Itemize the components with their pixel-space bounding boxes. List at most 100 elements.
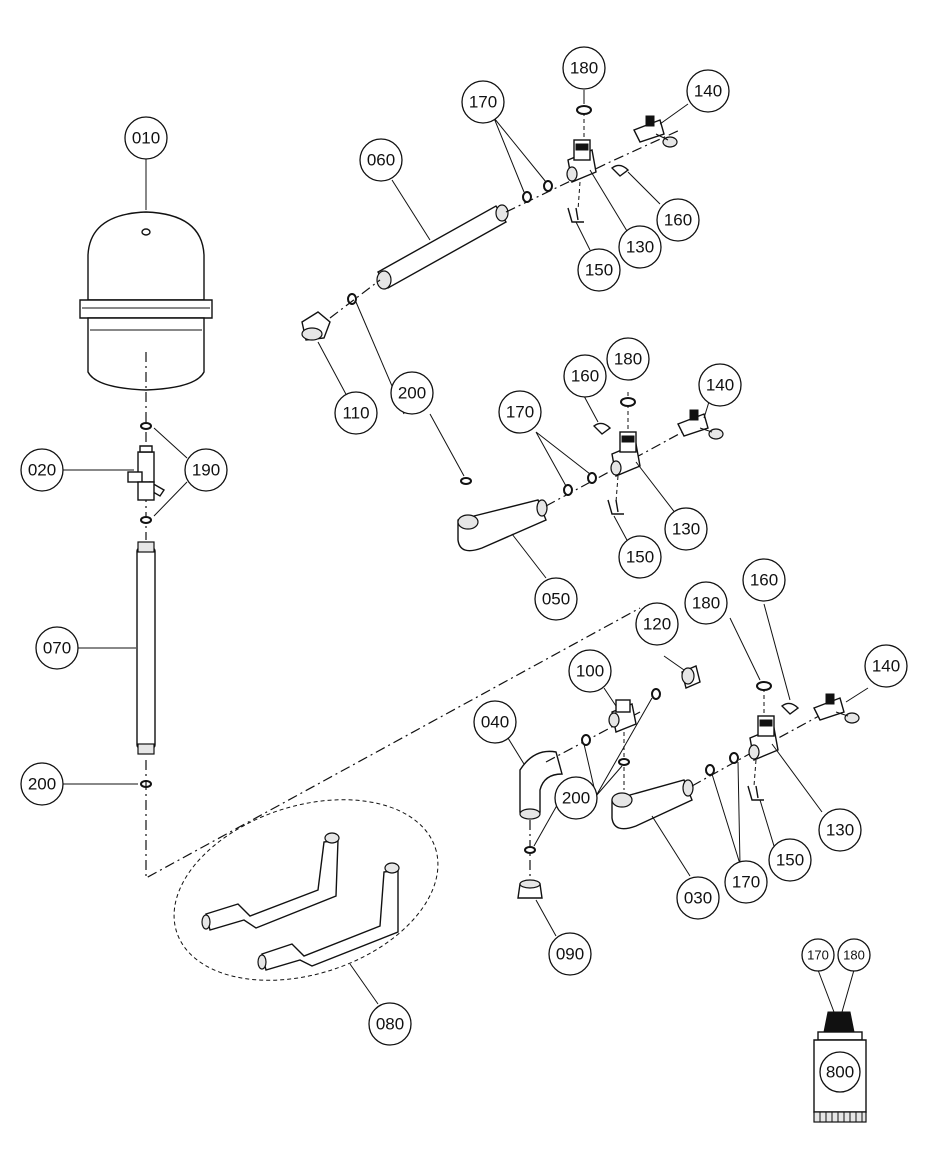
callout-140-top: 140: [686, 69, 730, 113]
callout-140-mid: 140: [698, 363, 742, 407]
assembly-axis-left-lower: [145, 607, 641, 880]
callout-060: 060: [359, 138, 403, 182]
washer-170-mid-b: [587, 472, 597, 484]
washer-200-c-c: [651, 688, 661, 700]
callout-170-bottom: 170: [724, 860, 768, 904]
washer-200-top: [347, 293, 357, 305]
svg-text:200: 200: [398, 384, 426, 403]
svg-text:150: 150: [626, 548, 654, 567]
svg-text:180: 180: [692, 594, 720, 613]
svg-text:160: 160: [571, 367, 599, 386]
svg-text:130: 130: [626, 238, 654, 257]
tee-100: [608, 699, 637, 733]
svg-text:010: 010: [132, 129, 160, 148]
callout-160-top: 160: [656, 198, 700, 242]
callout-180-tube: 180: [837, 938, 871, 972]
svg-text:100: 100: [576, 662, 604, 681]
callout-120: 120: [635, 602, 679, 646]
washer-170-mid-a: [563, 484, 573, 496]
washer-180-top: [576, 105, 592, 115]
svg-text:130: 130: [672, 520, 700, 539]
callout-040: 040: [473, 700, 517, 744]
valve-020: [127, 445, 165, 501]
washer-180-bottom: [756, 681, 772, 691]
callout-800: 800: [819, 1051, 861, 1093]
clip-160-mid: [592, 422, 612, 435]
drain-valve-140-mid: [677, 409, 724, 440]
svg-text:120: 120: [643, 615, 671, 634]
svg-text:140: 140: [706, 376, 734, 395]
callout-200-mid: 200: [390, 371, 434, 415]
axis-top: [329, 129, 681, 319]
callout-130-bottom: 130: [818, 808, 862, 852]
callout-130-mid: 130: [664, 507, 708, 551]
svg-text:150: 150: [776, 851, 804, 870]
washer-200-c-d: [618, 758, 630, 766]
label-bubbles: 010 020 190 070 200 060 170 180 140 160 …: [20, 46, 908, 1093]
pipe-elbow-030: [611, 779, 694, 830]
clip-150-mid: [607, 499, 624, 515]
callout-180-top: 180: [562, 46, 606, 90]
callout-080: 080: [368, 1002, 412, 1046]
svg-text:050: 050: [542, 590, 570, 609]
washer-180-mid: [620, 397, 636, 407]
svg-text:180: 180: [614, 350, 642, 369]
svg-text:180: 180: [570, 59, 598, 78]
callout-180-bottom: 180: [684, 581, 728, 625]
pipe-060: [376, 204, 509, 290]
callout-140-bottom: 140: [864, 644, 908, 688]
axis-top-vertical: [577, 112, 585, 211]
clip-160-top: [610, 164, 630, 177]
svg-text:200: 200: [28, 775, 56, 794]
washer-170-top-a: [522, 191, 532, 203]
elbow-040: [519, 750, 563, 820]
nut-090: [517, 879, 543, 899]
drain-valve-140-bottom: [813, 693, 860, 724]
svg-text:160: 160: [750, 571, 778, 590]
svg-text:140: 140: [872, 657, 900, 676]
svg-text:040: 040: [481, 713, 509, 732]
washer-170-top-b: [543, 180, 553, 192]
washer-200-c-b: [524, 846, 536, 854]
washer-170-c-a: [705, 764, 715, 776]
callout-190: 190: [184, 448, 228, 492]
pipe-070: [136, 541, 156, 755]
callout-020: 020: [20, 448, 64, 492]
svg-text:130: 130: [826, 821, 854, 840]
svg-text:170: 170: [732, 873, 760, 892]
callout-200-left: 200: [20, 762, 64, 806]
callout-030: 030: [676, 876, 720, 920]
svg-text:180: 180: [843, 948, 865, 963]
callout-100: 100: [568, 649, 612, 693]
callout-180-mid: 180: [606, 337, 650, 381]
svg-text:190: 190: [192, 461, 220, 480]
svg-text:150: 150: [585, 261, 613, 280]
axis-bottom-vertical: [753, 688, 765, 787]
callout-150-mid: 150: [618, 535, 662, 579]
callout-150-top: 150: [577, 248, 621, 292]
svg-text:800: 800: [826, 1063, 854, 1082]
callout-150-bottom: 150: [768, 838, 812, 882]
svg-text:030: 030: [684, 889, 712, 908]
washer-190-lower: [140, 516, 152, 524]
elbow-110: [301, 311, 331, 341]
washer-200-c-a: [581, 734, 591, 746]
callout-010: 010: [124, 116, 168, 160]
svg-text:110: 110: [342, 404, 369, 423]
washer-170-c-b: [729, 752, 739, 764]
callout-160-mid: 160: [563, 354, 607, 398]
clip-150-top: [567, 207, 584, 223]
clip-150-bottom: [747, 785, 764, 801]
alternative-pipes-080: [173, 799, 439, 981]
callout-090: 090: [548, 932, 592, 976]
leader-lines: [63, 90, 869, 1013]
tee-130-mid: [610, 431, 641, 477]
pipe-elbow-050: [457, 499, 548, 552]
svg-text:140: 140: [694, 82, 722, 101]
callout-130-top: 130: [618, 225, 662, 269]
expansion-tank: [79, 211, 213, 391]
washer-200-mid: [460, 477, 472, 485]
callout-070: 070: [35, 626, 79, 670]
svg-text:200: 200: [562, 789, 590, 808]
